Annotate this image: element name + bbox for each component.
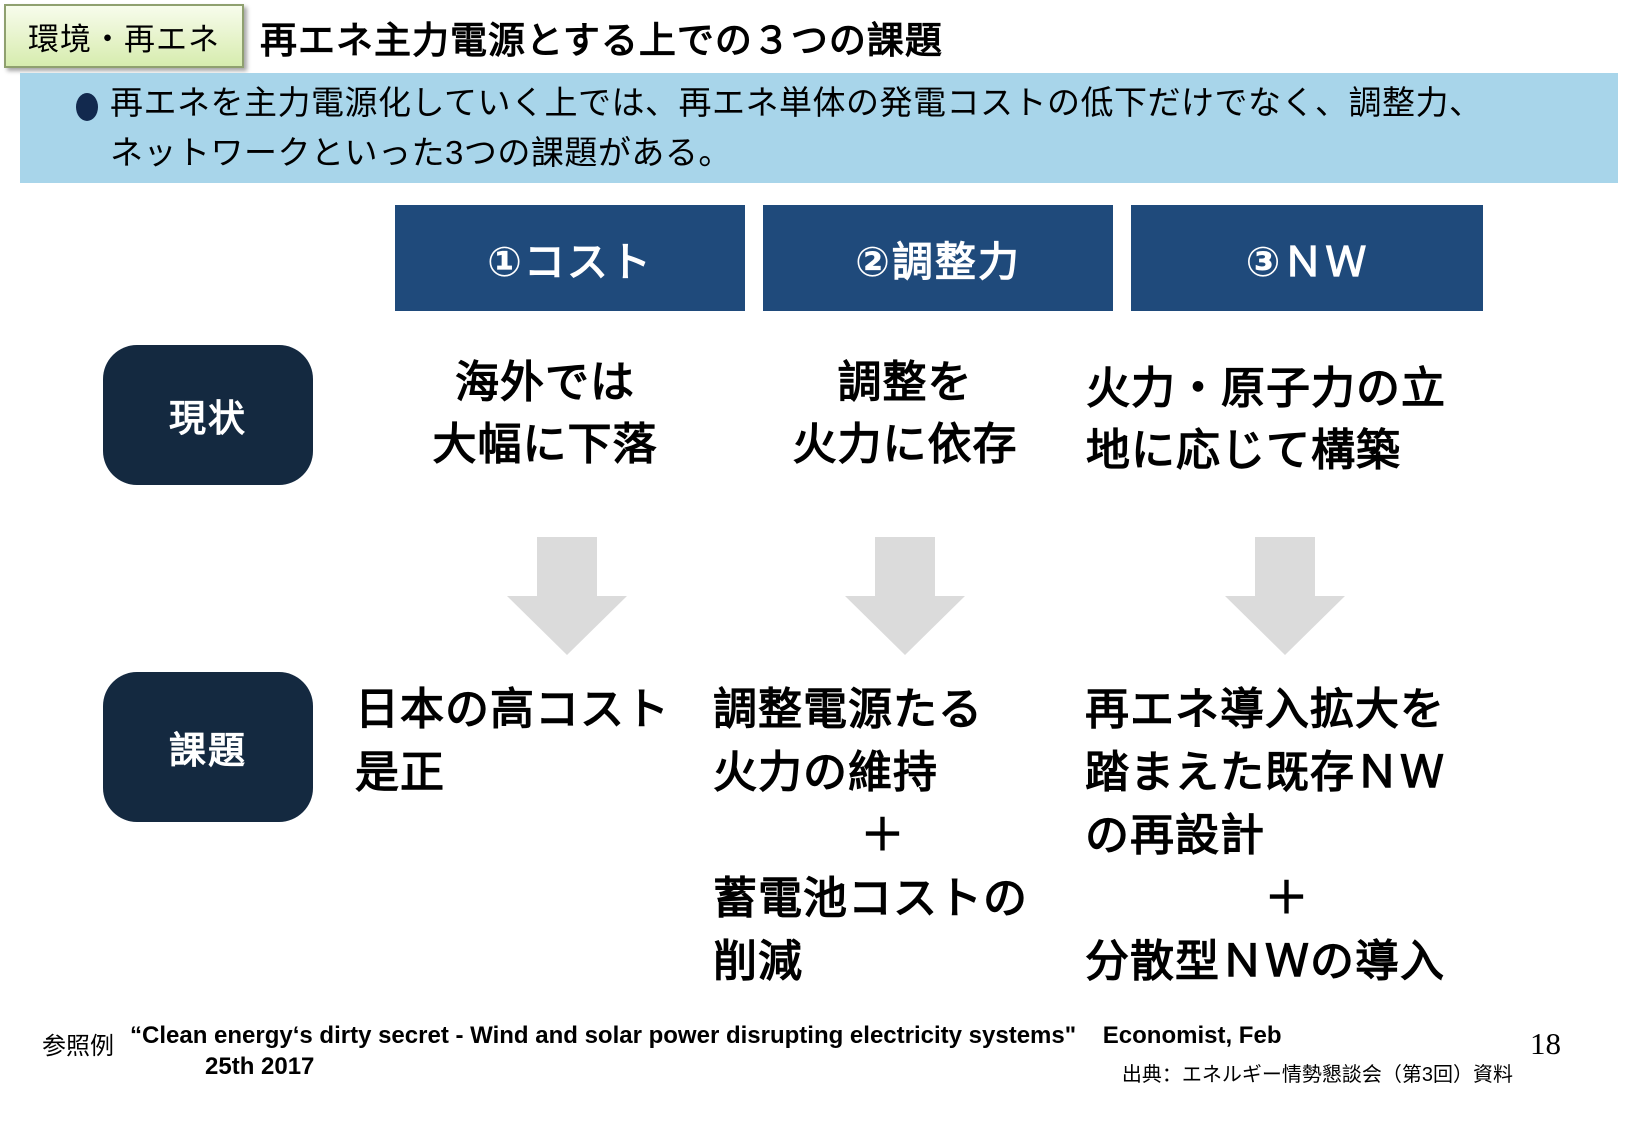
category-badge-label: 環境・再エネ (28, 21, 220, 57)
reference-citation-date: 25th 2017 (205, 1053, 315, 1080)
source-credit: 出典：エネルギー情勢懇談会（第3回）資料 (1121, 1064, 1513, 1086)
current-cell-line: 地に応じて構築 (1086, 426, 1401, 475)
current-cell-line: 火力に依存 (792, 420, 1018, 469)
issue-cell-cost: 日本の高コスト 是正 (355, 678, 715, 804)
issue-cell-line: 調整電源たる (713, 685, 983, 734)
bullet-icon (76, 93, 98, 121)
down-arrow-icon (1225, 537, 1345, 655)
current-cell-line: 調整を (837, 358, 973, 407)
summary-text: 再エネを主力電源化していく上では、再エネ単体の発電コストの低下だけでなく、調整力… (110, 78, 1483, 178)
current-cell-network: 火力・原子力の立 地に応じて構築 (1086, 358, 1490, 482)
column-header-cost: ①コスト (395, 205, 745, 311)
column-header-adjustment: ②調整力 (763, 205, 1113, 311)
issue-cell-line: 是正 (355, 748, 445, 797)
current-cell-line: 海外では (455, 358, 635, 407)
category-badge: 環境・再エネ (4, 4, 244, 68)
issue-cell-line: 踏まえた既存ＮＷ (1085, 748, 1445, 797)
current-cell-adjustment: 調整を 火力に依存 (738, 352, 1072, 476)
issue-cell-line: 再エネ導入拡大を (1085, 685, 1445, 734)
issue-cell-line: 日本の高コスト (355, 685, 670, 734)
reference-citation: “Clean energy‘s dirty secret - Wind and … (130, 1022, 1282, 1049)
down-arrow-icon (507, 537, 627, 655)
down-arrow-icon (845, 537, 965, 655)
summary-line: ネットワークといった3つの課題がある。 (110, 134, 732, 171)
issue-cell-line: 削減 (713, 937, 803, 986)
issue-cell-line: 蓄電池コストの (713, 874, 1028, 923)
page-title: 再エネ主力電源とする上での３つの課題 (260, 20, 943, 61)
summary-line: 再エネを主力電源化していく上では、再エネ単体の発電コストの低下だけでなく、調整力… (110, 84, 1483, 121)
summary-banner: 再エネを主力電源化していく上では、再エネ単体の発電コストの低下だけでなく、調整力… (20, 73, 1618, 183)
reference-label: 参照例 (42, 1033, 114, 1060)
current-cell-line: 火力・原子力の立 (1086, 364, 1446, 413)
row-label-issue: 課題 (103, 672, 313, 822)
row-label-current: 現状 (103, 345, 313, 485)
issue-cell-network: 再エネ導入拡大を 踏まえた既存ＮＷ の再設計 ＋ 分散型ＮＷの導入 (1085, 678, 1489, 993)
issue-cell-line: の再設計 (1085, 811, 1265, 860)
current-cell-cost: 海外では 大幅に下落 (378, 352, 712, 476)
issue-cell-adjustment: 調整電源たる 火力の維持 ＋ 蓄電池コストの 削減 (713, 678, 1053, 993)
issue-cell-line: 火力の維持 (713, 748, 938, 797)
column-header-network: ③ＮＷ (1131, 205, 1483, 311)
plus-sign: ＋ (1264, 874, 1310, 923)
page-number: 18 (1530, 1026, 1561, 1061)
current-cell-line: 大幅に下落 (432, 420, 658, 469)
plus-sign: ＋ (860, 811, 906, 860)
issue-cell-line: 分散型ＮＷの導入 (1085, 937, 1445, 986)
